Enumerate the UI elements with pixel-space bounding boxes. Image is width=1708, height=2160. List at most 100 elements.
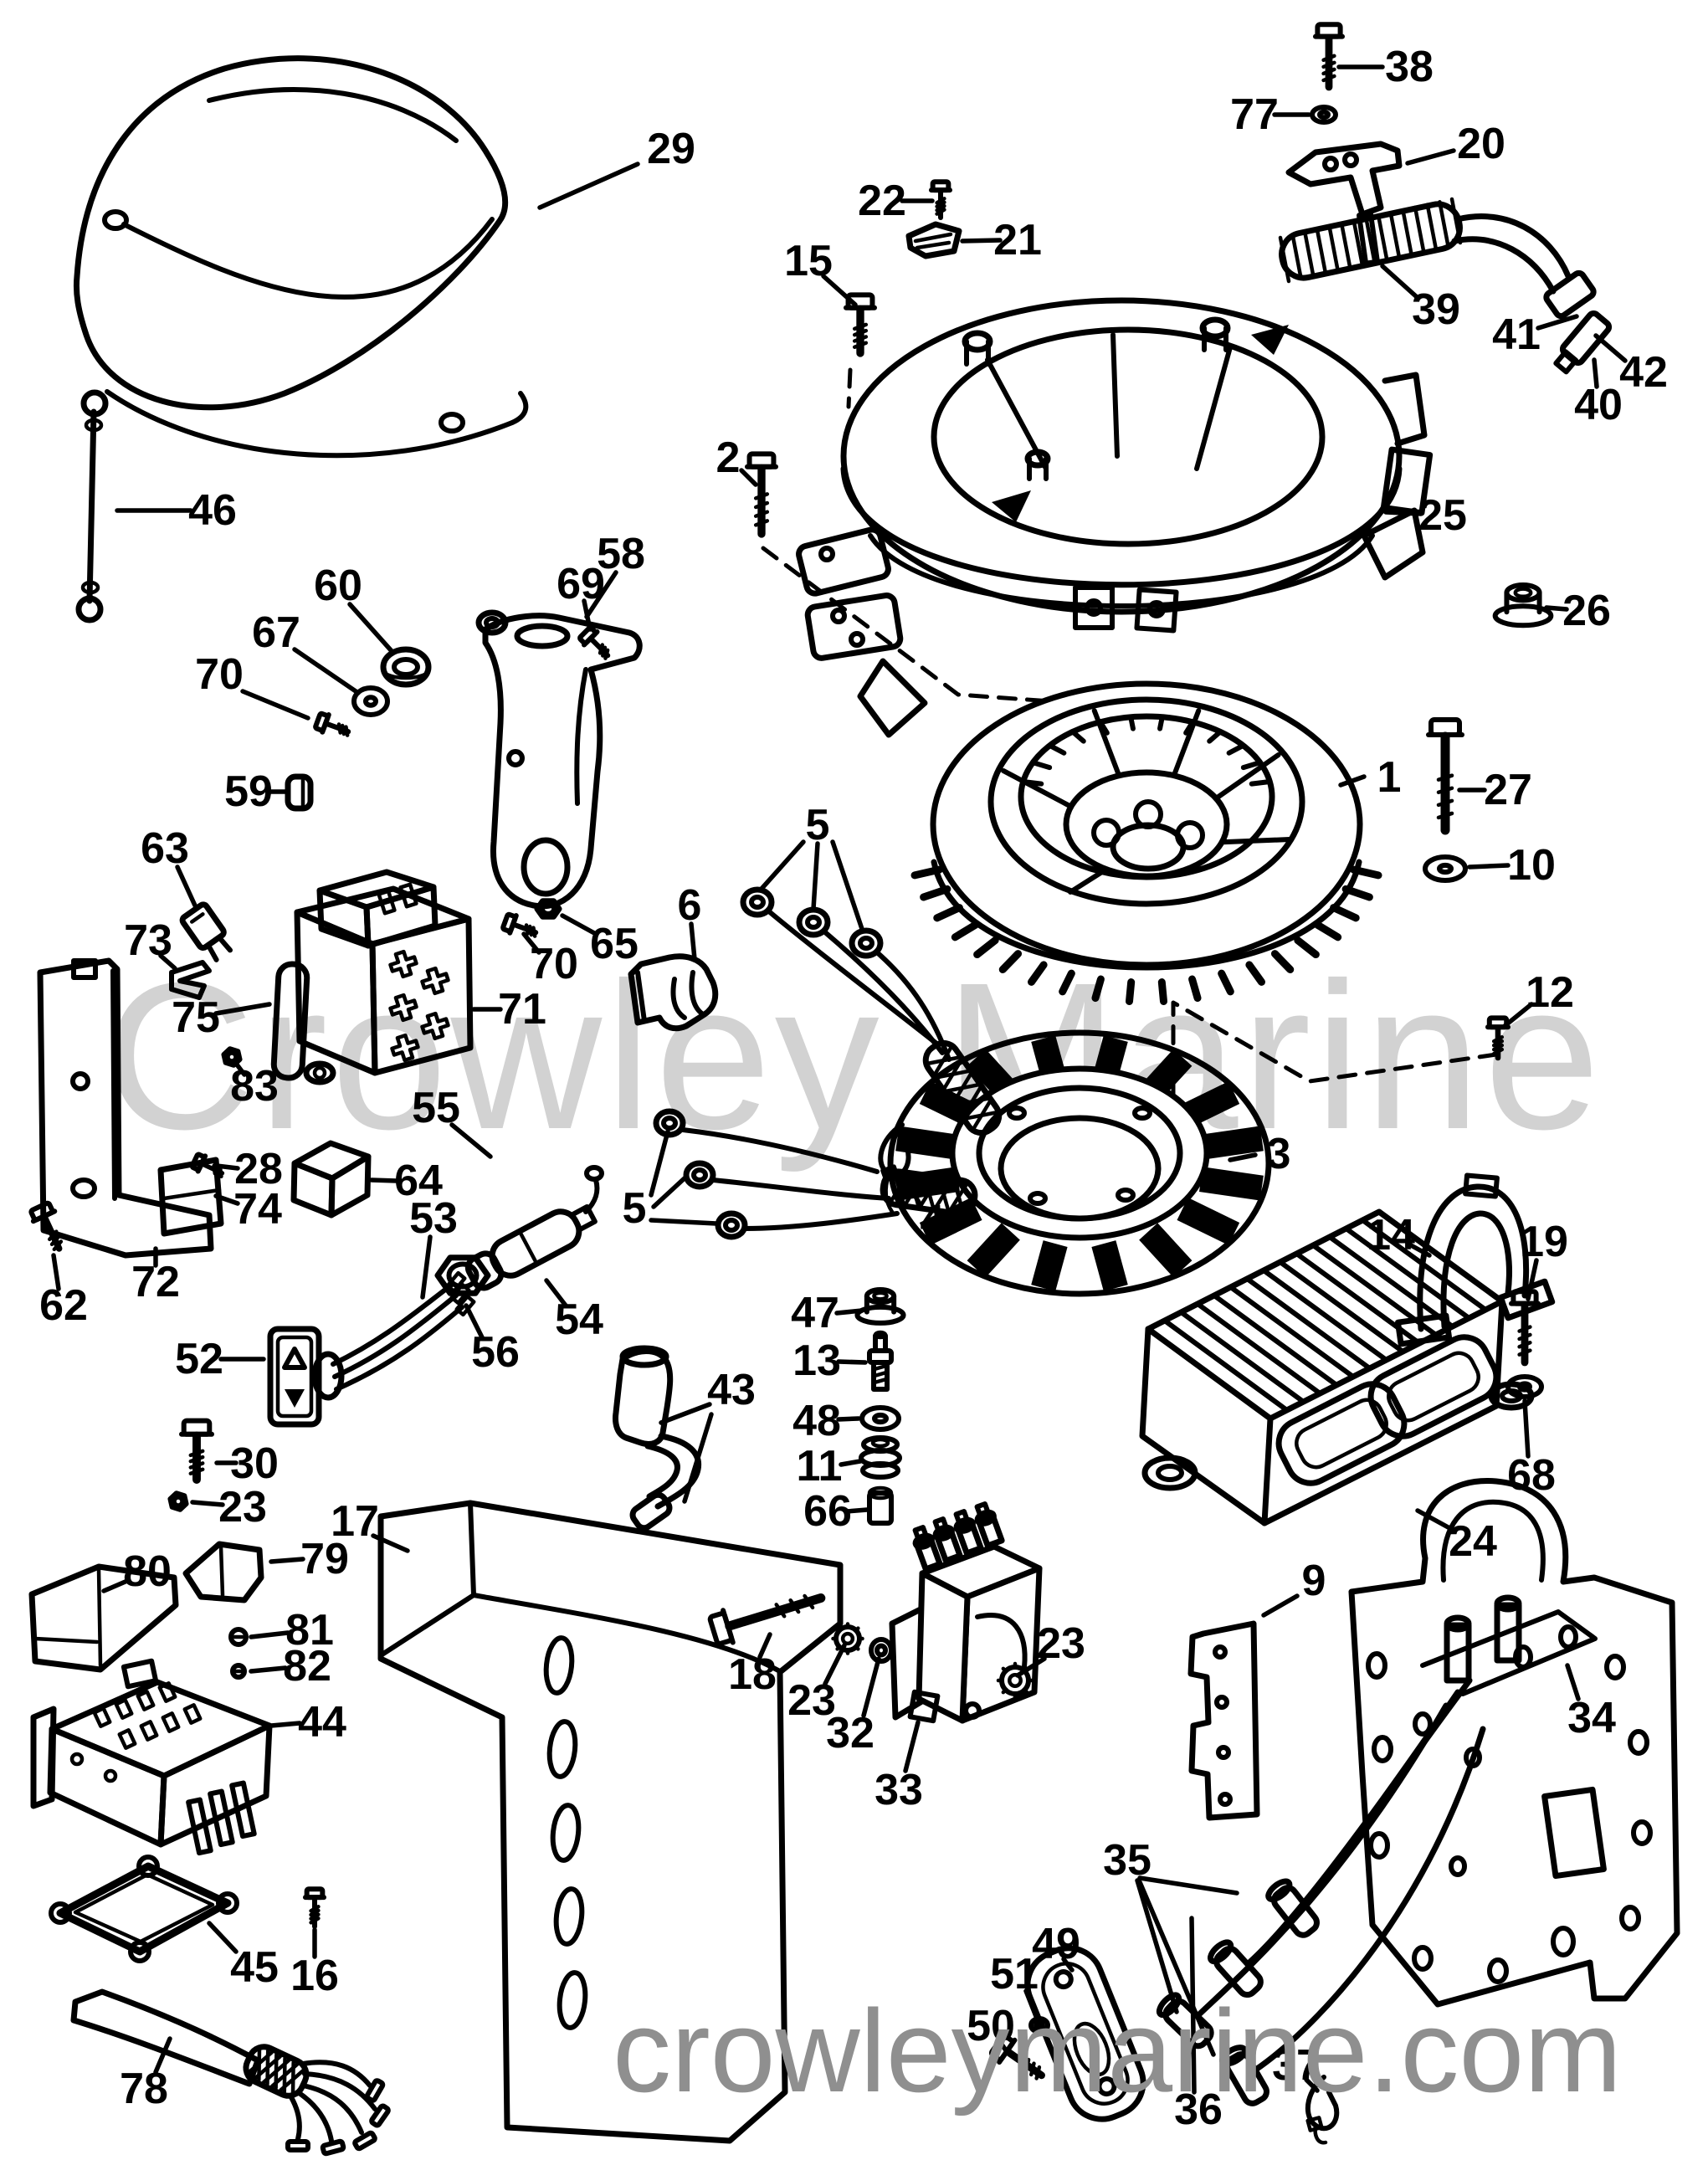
leader-line [1592, 357, 1599, 389]
callout-54[interactable]: 54 [555, 1295, 603, 1344]
callout-65[interactable]: 65 [590, 920, 639, 968]
callout-59[interactable]: 59 [224, 767, 273, 816]
callout-28[interactable]: 28 [234, 1145, 283, 1193]
callout-26[interactable]: 26 [1562, 587, 1611, 635]
bolt-15 [844, 292, 877, 357]
callout-69[interactable]: 69 [557, 560, 605, 608]
callout-30[interactable]: 30 [230, 1439, 279, 1488]
callout-70[interactable]: 70 [530, 940, 578, 988]
callout-40[interactable]: 40 [1574, 381, 1623, 429]
callout-23[interactable]: 23 [218, 1483, 267, 1531]
callout-22[interactable]: 22 [858, 177, 906, 225]
callout-24[interactable]: 24 [1449, 1517, 1497, 1566]
flywheel-housing-drawing [796, 297, 1434, 738]
screw-16 [303, 1886, 326, 1930]
callout-60[interactable]: 60 [314, 562, 362, 610]
callout-83[interactable]: 83 [230, 1062, 279, 1111]
callout-62[interactable]: 62 [39, 1281, 88, 1330]
callout-79[interactable]: 79 [300, 1535, 349, 1583]
callout-42[interactable]: 42 [1619, 348, 1668, 397]
air-duct-cover-drawing [377, 1500, 844, 2144]
callout-63[interactable]: 63 [141, 824, 189, 873]
callout-71[interactable]: 71 [498, 985, 546, 1034]
callout-12[interactable]: 12 [1526, 968, 1574, 1017]
callout-82[interactable]: 82 [283, 1642, 331, 1691]
callout-35[interactable]: 35 [1103, 1836, 1151, 1885]
callout-34[interactable]: 34 [1567, 1694, 1616, 1742]
callout-29[interactable]: 29 [647, 125, 695, 173]
callout-21[interactable]: 21 [993, 216, 1042, 264]
callout-58[interactable]: 58 [597, 530, 645, 578]
callout-37[interactable]: 37 [1272, 2041, 1321, 2090]
callout-38[interactable]: 38 [1385, 43, 1434, 91]
callout-56[interactable]: 56 [471, 1328, 520, 1377]
callout-5[interactable]: 5 [623, 1184, 647, 1233]
leader-line [582, 598, 592, 632]
callout-73[interactable]: 73 [124, 916, 172, 965]
callout-19[interactable]: 19 [1520, 1218, 1568, 1266]
leader-line [207, 1921, 239, 1954]
callout-50[interactable]: 50 [967, 2002, 1015, 2050]
callout-27[interactable]: 27 [1484, 766, 1532, 814]
callout-15[interactable]: 15 [784, 237, 833, 285]
callout-55[interactable]: 55 [412, 1084, 460, 1132]
leader-line [651, 1174, 689, 1209]
callout-72[interactable]: 72 [131, 1258, 180, 1306]
callout-9[interactable]: 9 [1302, 1557, 1326, 1605]
callout-5[interactable]: 5 [806, 801, 830, 849]
callout-11[interactable]: 11 [797, 1442, 843, 1490]
callout-18[interactable]: 18 [728, 1650, 777, 1699]
leader-line [757, 1632, 772, 1660]
callout-4[interactable]: 4 [921, 1197, 945, 1245]
callout-80[interactable]: 80 [123, 1547, 172, 1596]
callout-23[interactable]: 23 [1037, 1619, 1085, 1668]
leader-line [903, 1720, 921, 1773]
callout-67[interactable]: 67 [252, 608, 300, 657]
callout-78[interactable]: 78 [120, 2065, 168, 2113]
callout-23[interactable]: 23 [787, 1676, 836, 1725]
callout-36[interactable]: 36 [1174, 2086, 1223, 2134]
callout-48[interactable]: 48 [792, 1397, 841, 1445]
callout-41[interactable]: 41 [1492, 310, 1541, 359]
leader-line [1593, 333, 1628, 363]
callout-39[interactable]: 39 [1412, 285, 1460, 334]
leader-line [449, 1122, 493, 1159]
callout-70[interactable]: 70 [195, 650, 244, 699]
callout-25[interactable]: 25 [1418, 491, 1467, 540]
callout-3[interactable]: 3 [1267, 1130, 1291, 1178]
callout-51[interactable]: 51 [990, 1950, 1039, 1998]
callout-14[interactable]: 14 [1367, 1211, 1415, 1260]
callout-2[interactable]: 2 [716, 434, 741, 482]
callout-6[interactable]: 6 [678, 881, 702, 930]
callout-77[interactable]: 77 [1230, 90, 1279, 139]
callout-66[interactable]: 66 [803, 1487, 852, 1536]
callout-33[interactable]: 33 [875, 1766, 923, 1814]
callout-45[interactable]: 45 [230, 1943, 279, 1992]
leader-line [560, 913, 598, 936]
leader-line [292, 647, 361, 695]
callout-47[interactable]: 47 [791, 1289, 839, 1337]
callout-52[interactable]: 52 [175, 1335, 223, 1383]
callout-13[interactable]: 13 [792, 1337, 841, 1385]
callout-46[interactable]: 46 [188, 486, 237, 535]
leader-line [1544, 605, 1569, 612]
callout-49[interactable]: 49 [1032, 1920, 1080, 1968]
callout-20[interactable]: 20 [1457, 120, 1505, 168]
callout-17[interactable]: 17 [331, 1497, 379, 1546]
callout-10[interactable]: 10 [1507, 841, 1556, 890]
callout-81[interactable]: 81 [285, 1606, 334, 1655]
callout-43[interactable]: 43 [707, 1366, 756, 1414]
callout-44[interactable]: 44 [298, 1698, 346, 1747]
callout-74[interactable]: 74 [233, 1185, 282, 1234]
callout-16[interactable]: 16 [290, 1952, 339, 2000]
callout-64[interactable]: 64 [394, 1157, 443, 1205]
screw-22 [929, 179, 952, 221]
callout-53[interactable]: 53 [409, 1194, 458, 1243]
callout-68[interactable]: 68 [1507, 1451, 1556, 1500]
callout-75[interactable]: 75 [172, 993, 220, 1042]
washer-48 [859, 1405, 901, 1432]
callout-32[interactable]: 32 [826, 1709, 875, 1757]
grommet-47 [854, 1287, 906, 1326]
washer-77 [1310, 105, 1338, 125]
callout-1[interactable]: 1 [1377, 753, 1402, 802]
